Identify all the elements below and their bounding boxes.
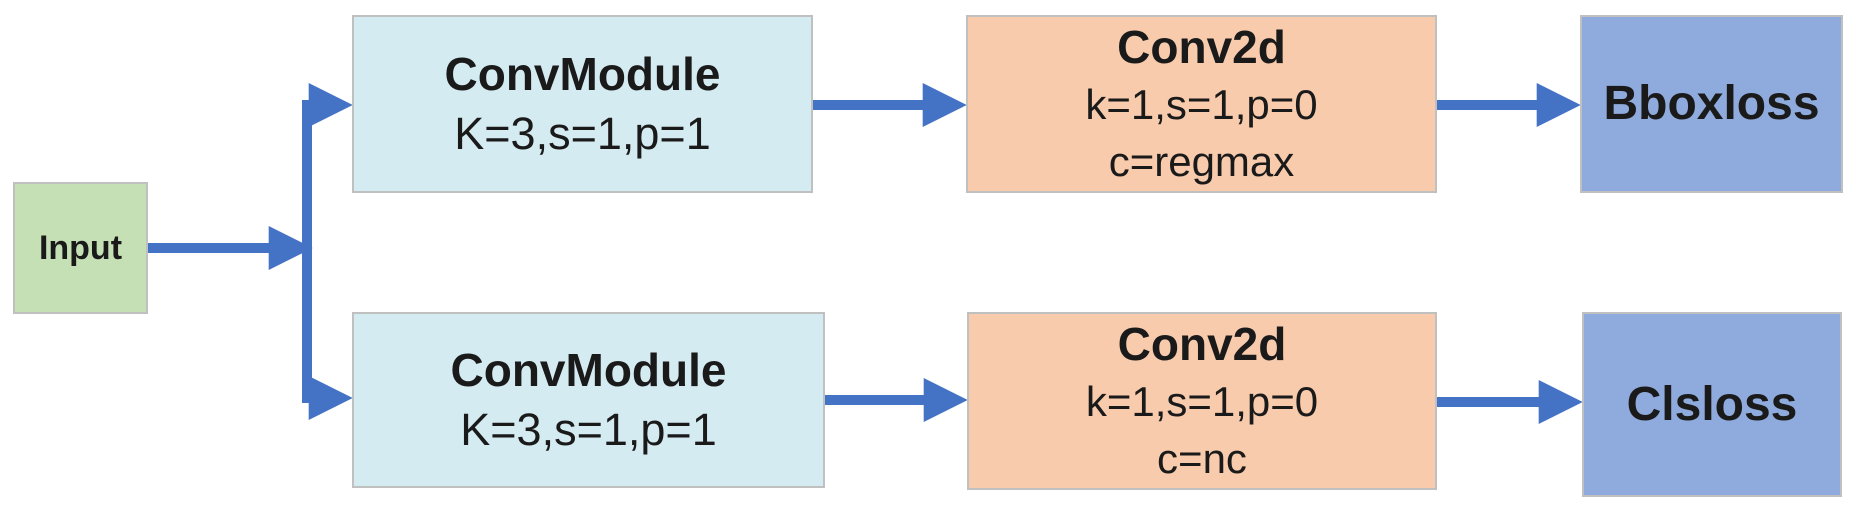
conv-module-bottom-title: ConvModule bbox=[450, 344, 727, 396]
conv-module-top-title: ConvModule bbox=[444, 48, 721, 100]
conv2d-bottom-params-line2: c=nc bbox=[1157, 434, 1247, 482]
conv-module-top-params: K=3,s=1,p=1 bbox=[454, 108, 711, 159]
input-node: Input bbox=[13, 182, 148, 314]
conv2d-top-params-line1: k=1,s=1,p=0 bbox=[1085, 80, 1318, 128]
conv2d-top-node: Conv2d k=1,s=1,p=0 c=regmax bbox=[966, 15, 1437, 193]
conv-module-top-node: ConvModule K=3,s=1,p=1 bbox=[352, 15, 813, 193]
edge-branch-to-convmodule-top bbox=[302, 82, 353, 398]
edge-branch-to-convmodule-bottom bbox=[302, 105, 353, 421]
conv2d-top-title: Conv2d bbox=[1117, 20, 1286, 73]
clsloss-node: Clsloss bbox=[1582, 312, 1842, 497]
conv2d-bottom-node: Conv2d k=1,s=1,p=0 c=nc bbox=[967, 312, 1437, 490]
conv-module-bottom-node: ConvModule K=3,s=1,p=1 bbox=[352, 312, 825, 488]
input-node-label: Input bbox=[38, 229, 123, 267]
bboxloss-label: Bboxloss bbox=[1603, 77, 1820, 130]
conv-module-bottom-params: K=3,s=1,p=1 bbox=[460, 404, 717, 455]
conv2d-bottom-title: Conv2d bbox=[1117, 317, 1287, 370]
conv2d-bottom-params-line1: k=1,s=1,p=0 bbox=[1085, 377, 1319, 425]
clsloss-label: Clsloss bbox=[1626, 377, 1798, 431]
conv2d-top-params-line2: c=regmax bbox=[1108, 137, 1295, 185]
bboxloss-node: Bboxloss bbox=[1580, 15, 1843, 193]
